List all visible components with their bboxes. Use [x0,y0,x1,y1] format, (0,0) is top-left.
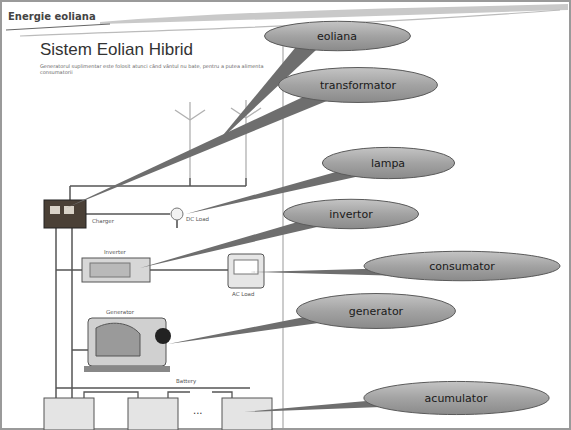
callout-oval: consumator [362,250,562,282]
callout-oval: eoliana [263,20,412,52]
ellipsis-mark: ... [193,405,203,417]
description-note: Generatorul suplimentar este folosit atu… [40,64,270,76]
component-label: Inverter [104,249,126,255]
callout-text: lampa [321,157,456,170]
callout-text: acumulator [362,392,551,405]
callout-oval: generator [295,292,457,330]
slide-header: Energie eoliana [8,11,96,23]
callout-text: invertor [282,208,420,221]
callout-oval: transformator [277,66,439,104]
component-label: DC Load [186,216,209,222]
component-label: Battery [176,378,196,384]
callout-text: transformator [277,79,439,92]
component-label: Charger [92,218,114,224]
callout-text: eoliana [263,30,412,43]
callout-text: generator [295,305,457,318]
callout-oval: acumulator [362,380,551,416]
component-label: AC Load [232,291,254,297]
callout-text: consumator [362,260,562,273]
component-label: Generator [106,309,134,315]
callout-oval: lampa [321,146,456,180]
callout-oval: invertor [282,198,420,230]
slide-title: Sistem Eolian Hibrid [40,40,193,60]
